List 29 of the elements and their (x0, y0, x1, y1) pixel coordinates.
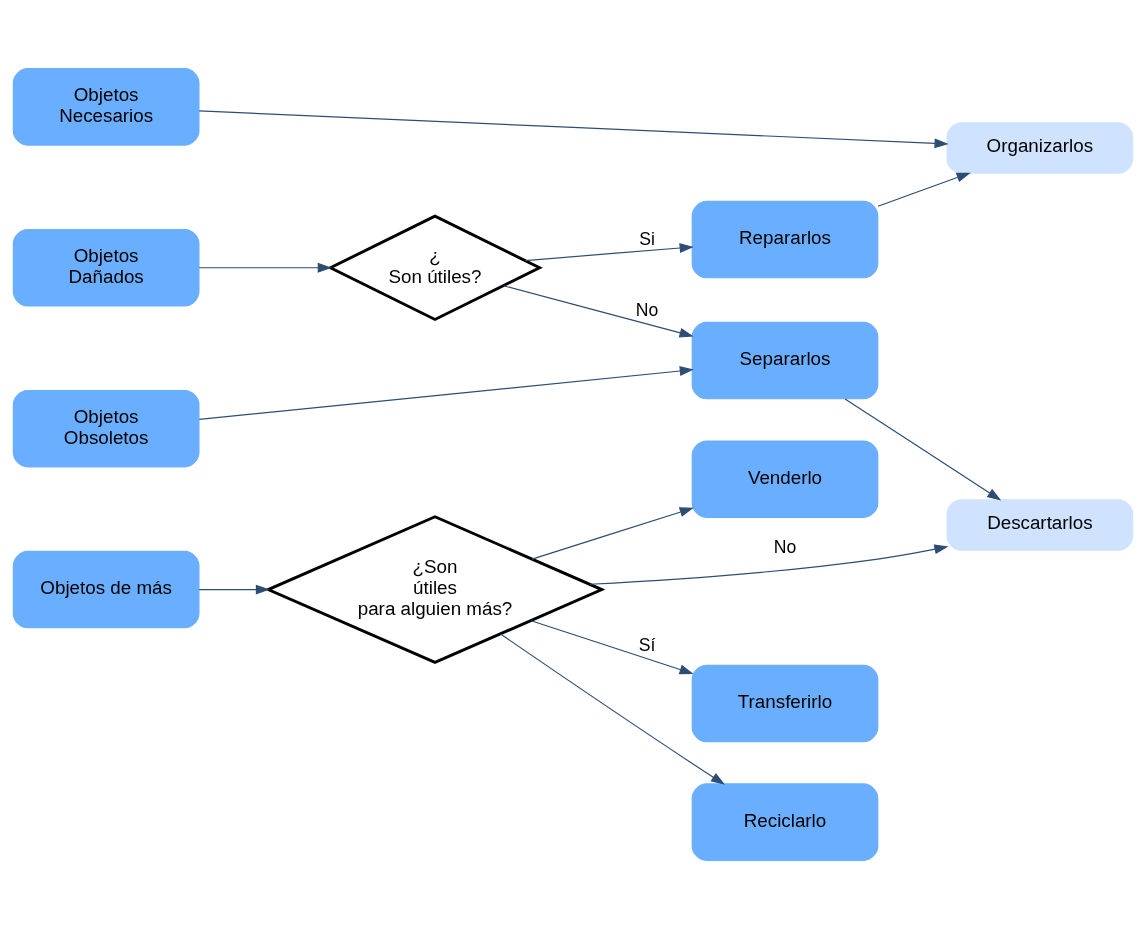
arrow (524, 243, 694, 262)
arrow (500, 633, 726, 785)
arrow (844, 398, 1002, 501)
node-diamond: ¿ Son útiles? (327, 214, 543, 322)
arrow (503, 285, 694, 338)
node-box: Transferirlo (691, 664, 879, 743)
node-box: Objetos Necesarios (12, 68, 200, 146)
node-box: Objetos Dañados (12, 229, 200, 307)
edge-label: Sí (638, 634, 656, 655)
arrow (198, 366, 694, 420)
arrow (198, 262, 332, 273)
node-box: Organizarlos (946, 122, 1134, 174)
edge-label: No (635, 299, 659, 320)
arrow (530, 620, 694, 675)
arrow (589, 544, 949, 585)
node-box: Descartarlos (946, 499, 1134, 551)
arrow (198, 110, 949, 149)
node-box: Objetos Obsoletos (12, 389, 200, 468)
arrow (198, 584, 270, 595)
node-box: Venderlo (691, 440, 879, 518)
edge-label: No (773, 537, 797, 558)
arrow (877, 172, 971, 207)
arrow (531, 507, 694, 560)
node-box: Objetos de más (12, 550, 200, 629)
node-box: Separarlos (691, 321, 879, 400)
edge-label: Si (639, 229, 655, 250)
node-box: Reciclarlo (691, 783, 879, 861)
node-box: Repararlos (691, 200, 879, 279)
node-diamond: ¿Son útiles para alguien más? (264, 515, 606, 664)
